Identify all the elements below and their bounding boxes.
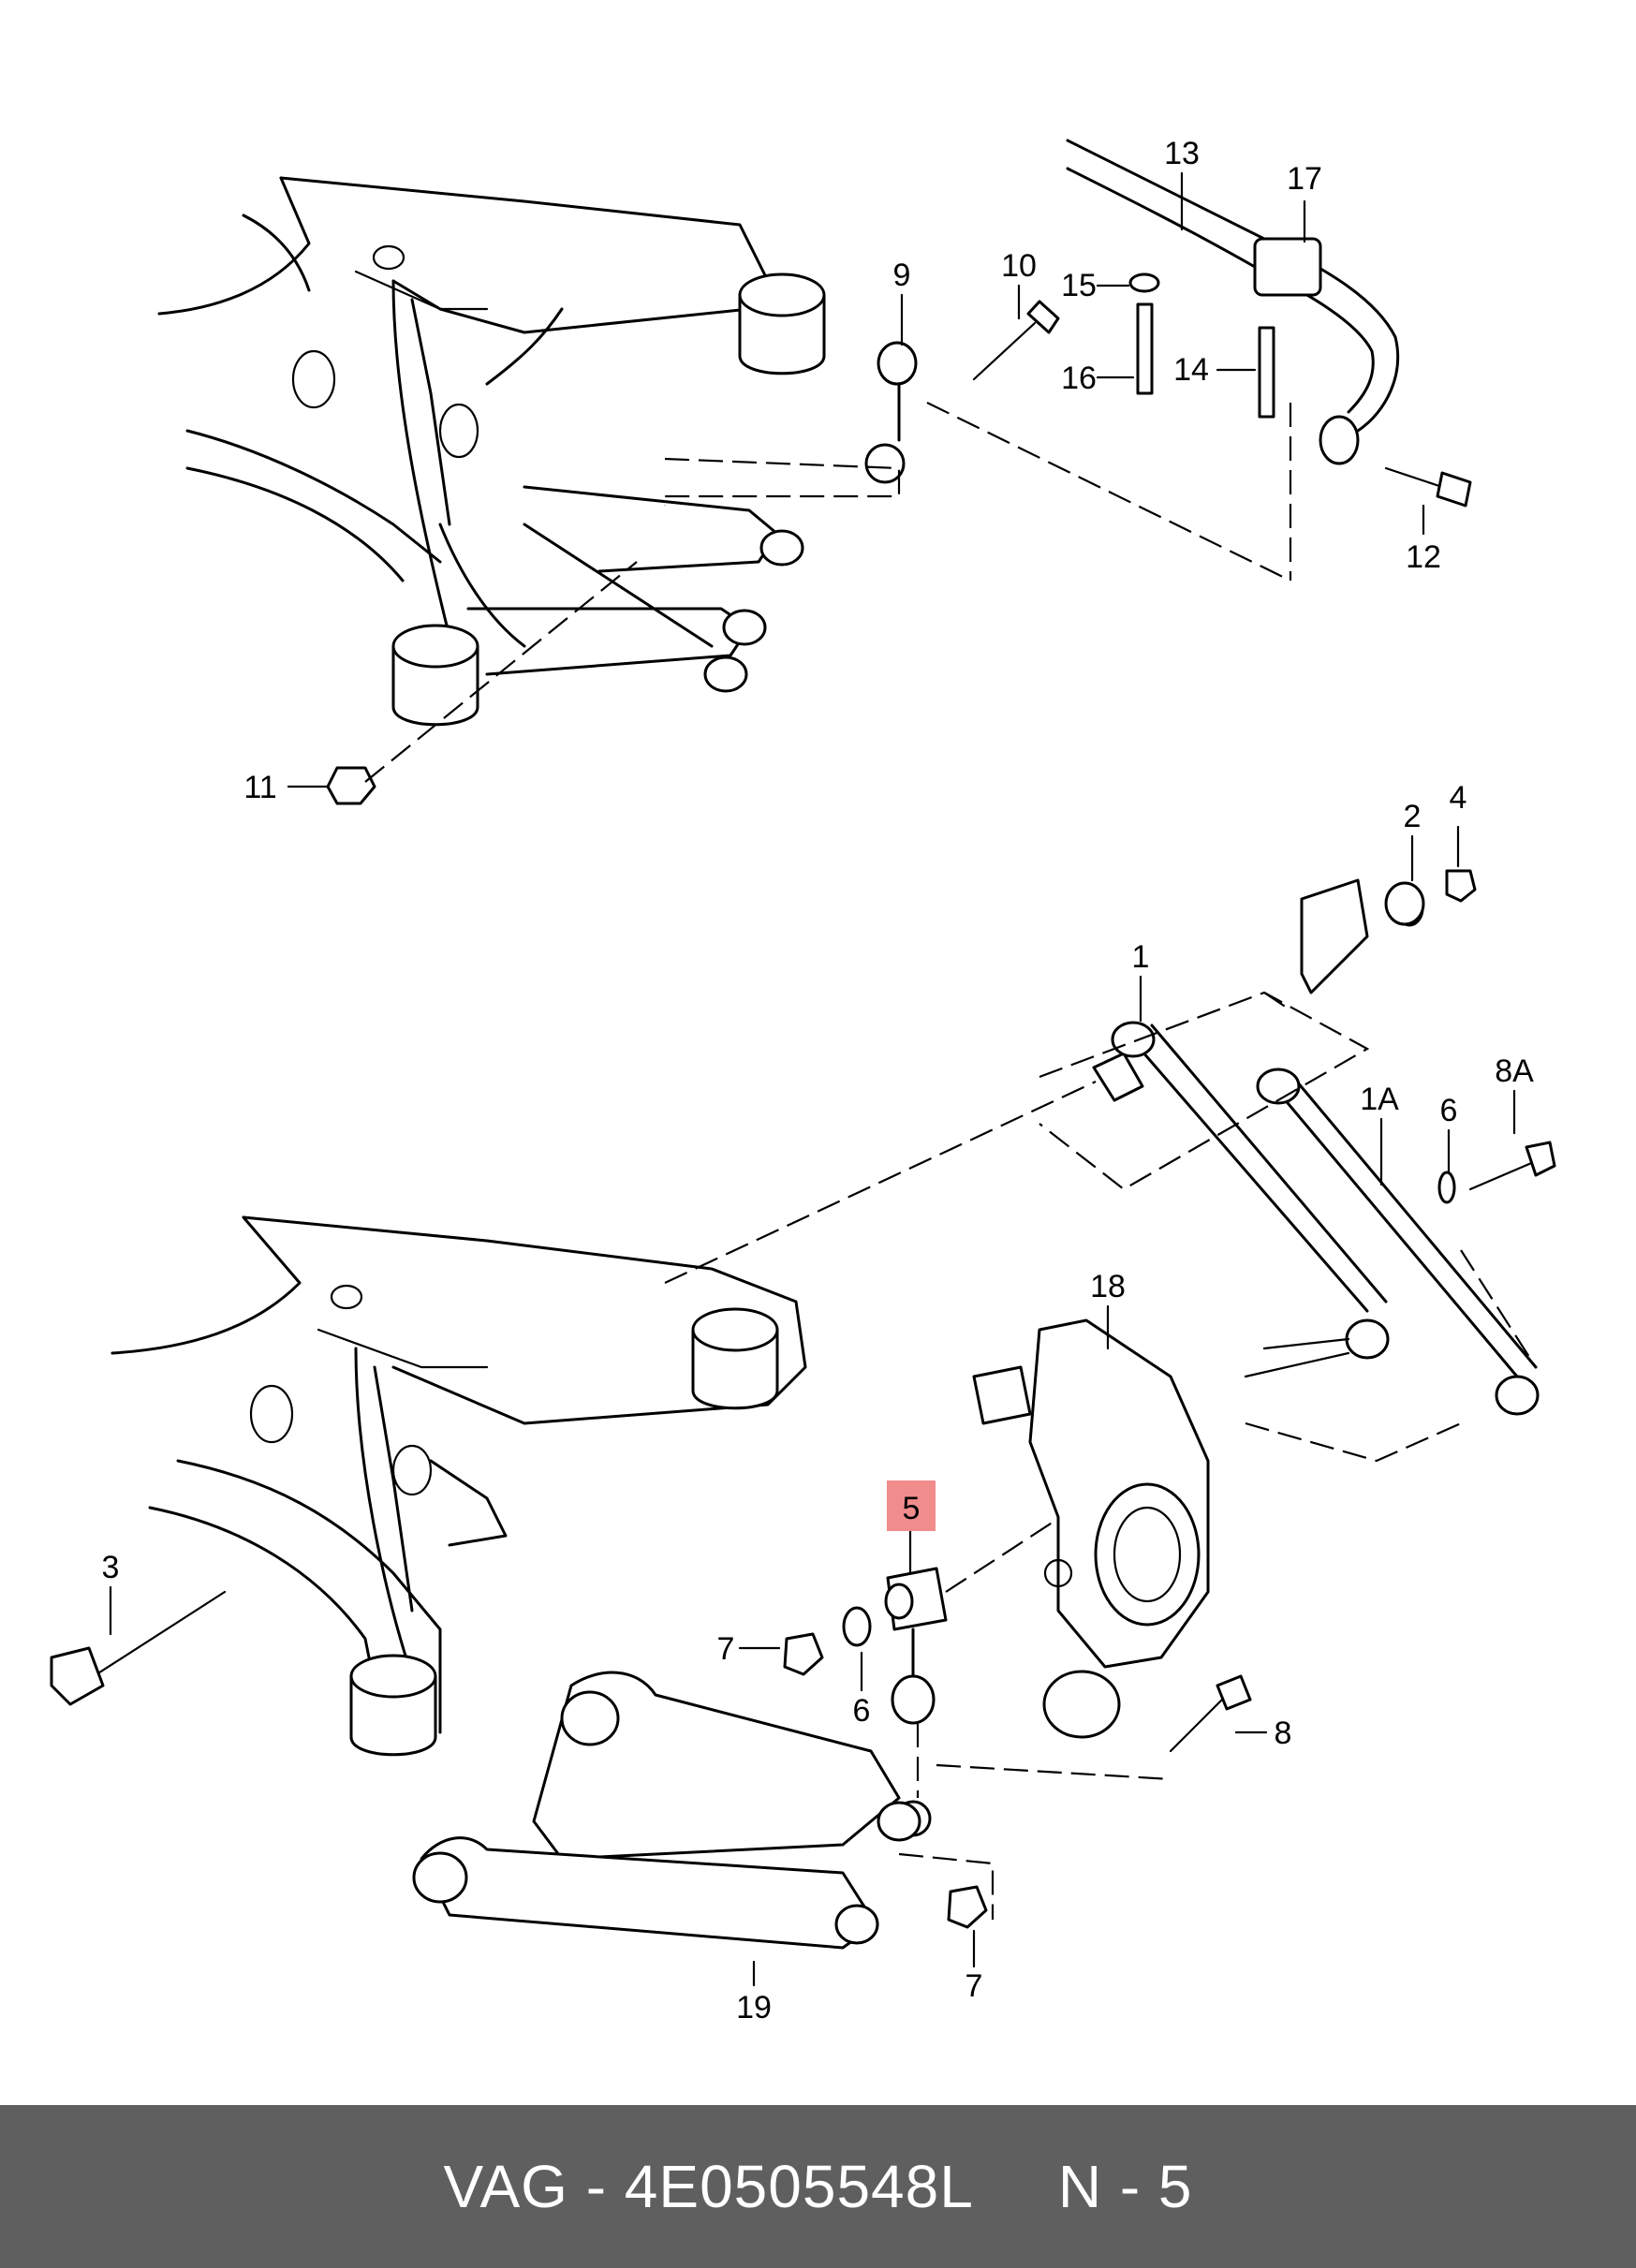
callout-7-bottom: 7 xyxy=(965,1968,983,2004)
callout-8: 8 xyxy=(1275,1716,1292,1751)
upper-subframe xyxy=(157,176,826,727)
callout-18: 18 xyxy=(1090,1269,1126,1304)
callout-11: 11 xyxy=(243,770,276,805)
callout-15: 15 xyxy=(1061,268,1097,303)
part-number-footer: VAG - 4E0505548L N - 5 xyxy=(0,2105,1636,2268)
upper-fasteners xyxy=(326,272,1472,805)
upper-coupling-rod xyxy=(864,341,918,484)
callout-19: 19 xyxy=(736,1990,772,2025)
diagram-reference: N - 5 xyxy=(1057,2153,1193,2220)
callout-10: 10 xyxy=(1001,248,1037,284)
lower-subframe xyxy=(111,1215,807,1757)
callout-3: 3 xyxy=(102,1550,120,1585)
brand-part-number: VAG - 4E0505548L xyxy=(443,2153,974,2220)
callout-labels: 13 17 9 10 15 16 14 12 11 2 4 1 6 8A 1A … xyxy=(102,136,1535,2025)
callout-17: 17 xyxy=(1287,161,1322,197)
callout-9: 9 xyxy=(893,258,911,293)
lower-leader-lines xyxy=(664,991,1537,1920)
wheel-carrier xyxy=(972,1318,1350,1739)
callout-1A: 1A xyxy=(1360,1082,1399,1117)
callout-6-lower: 6 xyxy=(853,1693,871,1729)
part-5-highlight xyxy=(887,1480,936,1531)
callout-leaders xyxy=(109,171,1516,1987)
upper-leader-lines xyxy=(364,402,1292,783)
callout-8A: 8A xyxy=(1495,1053,1534,1089)
lower-control-arm xyxy=(412,1671,921,1950)
callout-13: 13 xyxy=(1164,136,1200,171)
callout-6-upper: 6 xyxy=(1440,1093,1458,1128)
callout-4: 4 xyxy=(1450,780,1467,816)
lower-fasteners xyxy=(50,881,1556,1929)
callout-12: 12 xyxy=(1406,539,1441,575)
callout-16: 16 xyxy=(1061,361,1097,396)
lower-transverse-links xyxy=(1092,869,1540,1416)
stabilizer-bar xyxy=(1066,139,1400,465)
callout-7-left: 7 xyxy=(717,1631,735,1667)
exploded-parts-diagram: 13 17 9 10 15 16 14 12 11 2 4 1 6 8A 1A … xyxy=(50,136,1556,2025)
callout-1: 1 xyxy=(1132,939,1150,975)
callout-2: 2 xyxy=(1404,799,1422,834)
callout-5: 5 xyxy=(903,1491,921,1526)
callout-14: 14 xyxy=(1173,352,1209,388)
